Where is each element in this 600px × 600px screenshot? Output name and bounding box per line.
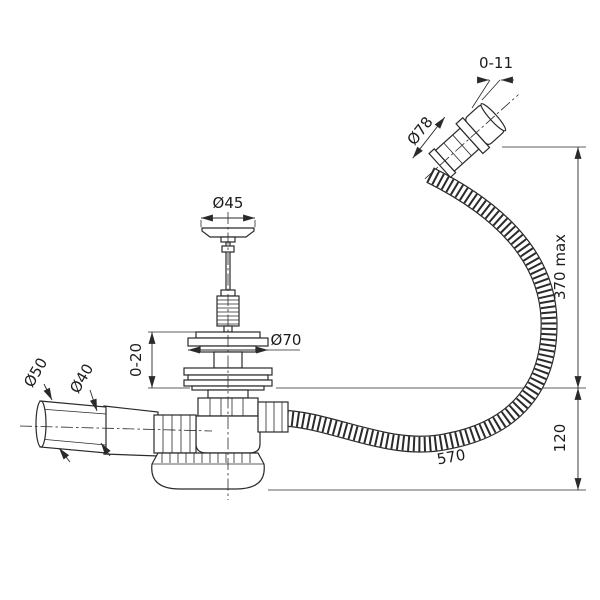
cap-travel-dimension-group: 0-11 — [471, 54, 514, 109]
pipe-outer-diameter-dimension: Ø50 — [20, 355, 51, 391]
trap-cup — [151, 452, 265, 490]
trap-height-dimension: 120 — [551, 424, 569, 453]
height-adjustment-dimension: 0-20 — [127, 343, 145, 377]
hose-union-nut — [257, 401, 289, 433]
plug-diameter-dimension: Ø45 — [213, 194, 244, 212]
height-dimensions: 370 max 120 — [268, 146, 586, 491]
overall-height-dimension: 370 max — [551, 234, 569, 300]
corrugated-hose — [277, 167, 558, 453]
trap-body — [151, 389, 289, 490]
pipe-inner-diameter-dimension: Ø40 — [66, 361, 97, 397]
height-adjustment-dimension-group: 0-20 — [127, 331, 196, 389]
hose-length-dimension: 570 — [435, 446, 466, 469]
outlet-pipe — [35, 400, 159, 457]
overflow-diameter-dimension: Ø78 — [403, 113, 436, 148]
cap-travel-dimension: 0-11 — [479, 54, 513, 72]
seat-diameter-dimension: Ø70 — [271, 331, 302, 349]
centrelines — [19, 212, 229, 500]
overflow-fitting — [424, 94, 519, 180]
